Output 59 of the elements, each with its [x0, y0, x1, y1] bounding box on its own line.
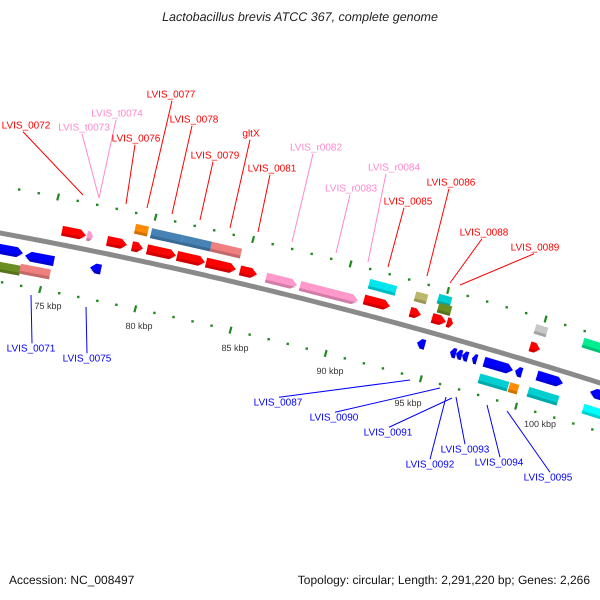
gene-label: LVIS_0094 [474, 457, 524, 469]
leader-line [450, 238, 482, 284]
leader-line [230, 139, 250, 228]
info-text: Accession: NC_008497 [9, 574, 134, 588]
gene-label: LVIS_0092 [406, 459, 454, 471]
leader-line [126, 144, 136, 204]
leader-line [368, 173, 386, 262]
gene-label: LVIS_r0082 [290, 142, 342, 154]
gene-label: LVIS_0085 [384, 196, 432, 208]
leader-line [258, 174, 270, 232]
gene-label: LVIS_0087 [254, 397, 302, 409]
gene-label: LVIS_0076 [112, 133, 160, 145]
gene-label: LVIS_0072 [2, 120, 50, 132]
gene-label: LVIS_0093 [440, 444, 490, 456]
leader-line [22, 131, 84, 196]
gene-label: LVIS_0091 [364, 427, 412, 439]
scale-label: 75 kbp [34, 300, 62, 312]
leader-line [200, 161, 214, 220]
leader-line [426, 188, 450, 276]
leader-line [278, 380, 410, 398]
leader-line [172, 125, 192, 214]
title: Lactobacillus brevis ATCC 367, complete genome [162, 10, 438, 24]
leader-line [486, 404, 500, 458]
scale-label: 90 kbp [316, 366, 344, 376]
gene-label: LVIS_t0073 [58, 122, 110, 134]
gene-label: LVIS_0088 [460, 227, 508, 239]
leader-line [98, 119, 116, 198]
gene-label: LVIS_0081 [248, 163, 296, 175]
gene-label: gltX [242, 128, 260, 140]
leader-line [456, 396, 466, 445]
leader-line [460, 253, 534, 286]
leader-line [334, 388, 440, 413]
scale-label: 100 kbp [524, 418, 556, 430]
gene-label: LVIS_0079 [190, 150, 240, 162]
gene-label: LVIS_0090 [310, 412, 358, 424]
gene-label: LVIS_r0084 [368, 162, 420, 174]
leader-line [506, 410, 550, 473]
gene-label: LVIS_0078 [170, 114, 218, 126]
leader-line [30, 294, 32, 344]
leader-line [292, 153, 314, 242]
leader-line [336, 194, 350, 254]
scale-label: 80 kbp [125, 320, 153, 332]
leader-line [82, 133, 100, 198]
leader-line [86, 306, 88, 354]
leader-line [146, 100, 172, 208]
gene-label: LVIS_r0083 [324, 183, 378, 195]
gene-label: LVIS_0089 [510, 242, 560, 254]
leader-line [388, 207, 404, 268]
gene-label: LVIS_0086 [426, 177, 476, 189]
scale-label: 85 kbp [221, 342, 249, 354]
leader-line [388, 398, 452, 428]
gene-label: LVIS_0095 [524, 472, 572, 484]
scale-label: 95 kbp [394, 398, 422, 408]
leader-line [430, 396, 446, 460]
gene-label: LVIS_0071 [6, 343, 56, 355]
gene-label: LVIS_0077 [146, 89, 196, 101]
gene-label: LVIS_t0074 [91, 108, 143, 120]
gene-label: LVIS_0075 [62, 353, 112, 365]
info-text: Topology: circular; Length: 2,291,220 bp; Genes: 2,266 [298, 574, 590, 588]
